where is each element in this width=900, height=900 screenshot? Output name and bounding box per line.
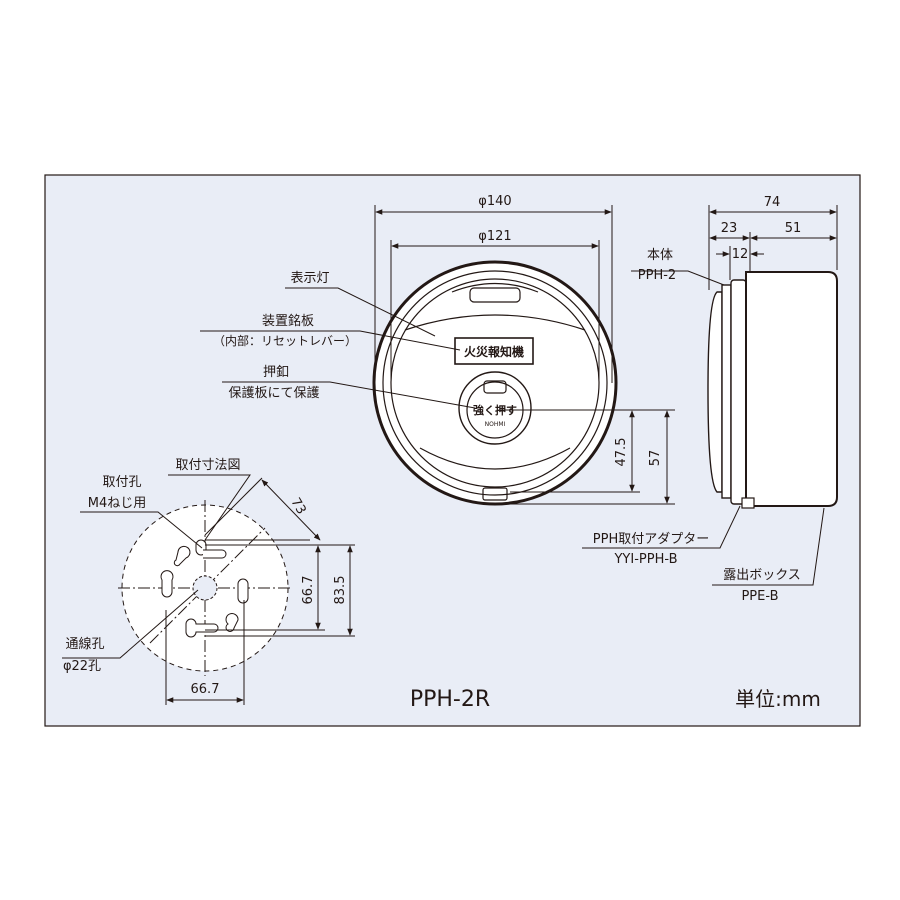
- button-brand: NOHMI: [485, 421, 506, 428]
- label-wire-hole-sub: φ22孔: [63, 659, 101, 674]
- inner-ring: [382, 270, 608, 496]
- model-name: PPH-2R: [410, 687, 490, 712]
- mount-view: [62, 474, 355, 705]
- button-latch: [483, 380, 507, 394]
- front-leaders: [200, 287, 476, 409]
- adapter: [730, 279, 747, 505]
- body-front-dome: [707, 291, 723, 493]
- dim-depth-12: 12: [732, 247, 749, 262]
- wire-hole: [192, 575, 218, 601]
- label-wire-hole: 通線孔: [65, 636, 104, 652]
- dim-depth-total: 74: [764, 195, 781, 210]
- label-surface-box: 露出ボックス: [723, 568, 801, 583]
- label-body-model: PPH-2: [638, 268, 676, 283]
- dim-47-5: 47.5: [614, 438, 629, 467]
- front-dimensions: [374, 205, 675, 505]
- mount-slot-1: [203, 549, 227, 559]
- dim-66-7-horizontal: 66.7: [191, 682, 220, 697]
- bottom-tab: [482, 487, 508, 501]
- label-adapter: PPH取付アダプター: [593, 532, 709, 547]
- label-mount-hole: 取付孔: [102, 475, 141, 490]
- indicator-lamp: [469, 287, 521, 303]
- label-button-sub: 保護板にて保護: [228, 385, 319, 401]
- dim-inner-diameter: φ121: [478, 229, 511, 244]
- unit-label: 単位:mm: [735, 687, 821, 711]
- label-body: 本体: [647, 248, 673, 263]
- dim-57: 57: [648, 450, 663, 467]
- label-nameplate-sub: （内部：リセットレバー）: [213, 333, 357, 348]
- face-arc-bottom: [419, 447, 571, 470]
- mount-slot-2: [185, 618, 219, 638]
- label-mount-hole-sub: M4ねじ用: [88, 496, 147, 511]
- nameplate: [454, 337, 534, 365]
- face-arc-top: [404, 314, 586, 331]
- label-nameplate: 装置銘板: [262, 314, 314, 329]
- mount-hole-5: [225, 613, 239, 632]
- body-flange: [721, 284, 732, 499]
- dim-66-7-vertical: 66.7: [301, 576, 316, 605]
- mount-title: 取付寸法図: [175, 458, 240, 473]
- dim-73: 73: [287, 495, 308, 517]
- top-rib: [451, 282, 539, 293]
- dim-outer-diameter: φ140: [478, 194, 511, 209]
- dim-depth-51: 51: [785, 221, 802, 236]
- button-text: 強く押す: [473, 403, 517, 417]
- label-button: 押釦: [263, 364, 289, 380]
- label-surface-box-model: PPE-B: [741, 589, 778, 604]
- adapter-foot: [741, 497, 755, 509]
- label-adapter-model: YYI-PPH-B: [613, 552, 677, 567]
- dim-83-5: 83.5: [333, 576, 348, 605]
- front-view: [372, 260, 618, 506]
- side-dimensions: [582, 205, 838, 586]
- surface-box: [745, 271, 838, 507]
- dim-depth-23: 23: [721, 221, 738, 236]
- mount-hole-3: [160, 570, 174, 598]
- mount-hole-2: [173, 545, 191, 567]
- mount-hole-4: [237, 578, 249, 604]
- label-indicator-lamp: 表示灯: [290, 271, 329, 286]
- nameplate-text: 火災報知機: [464, 344, 524, 359]
- side-view: [707, 271, 838, 509]
